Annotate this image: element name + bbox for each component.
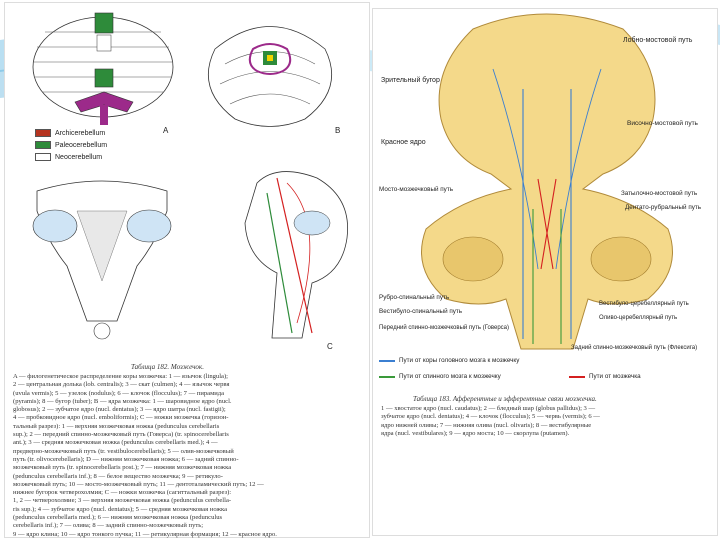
legend-paleocerebellum-label: Paleocerebellum (55, 142, 107, 149)
label-vestibulospinal: Вестибуло-спинальный путь (379, 309, 462, 315)
caption-line: предверно-мозжечковый путь (tr. vestibul… (13, 448, 359, 456)
panel-letter-a: A (163, 127, 168, 135)
legend-line-green (379, 376, 395, 378)
caption-line: 1 — хвостатое ядро (nucl. caudatus); 2 —… (381, 405, 709, 413)
legend-archicerebellum-label: Archicerebellum (55, 130, 105, 137)
label-rubrospinal: Рубро-спинальный путь (379, 295, 449, 301)
legend-cortex-label: Пути от коры головного мозга к мозжечку (399, 357, 519, 364)
label-ant-spinocerebellar: Передний спинно-мозжечковый путь (Говерс… (379, 325, 509, 331)
caption-line: мозжечковый путь; 10 — мосто-мозжечковый… (13, 481, 359, 489)
legend-neocerebellum: Neocerebellum (35, 153, 102, 161)
left-caption-title: Таблица 182. Мозжечок. (131, 363, 204, 371)
caption-line: (uvula vermis); 5 — узелок (nodulus); 6 … (13, 390, 359, 398)
brainstem-diagram-d-sagittal (217, 163, 357, 353)
legend-spinal-to-cerebellum: Пути от спинного мозга к мозжечку (379, 373, 501, 380)
neocerebellum-swatch (35, 153, 51, 161)
legend-paleocerebellum: Paleocerebellum (35, 141, 107, 149)
right-figure-page: Лобно-мостовой путь Зрительный бугор Вис… (372, 8, 718, 536)
caption-line: 9 — ядро клина; 10 — ядро тонкого пучка;… (13, 531, 359, 539)
cerebellum-diagram-b (195, 9, 345, 129)
legend-line-red (569, 376, 585, 378)
legend-line-blue (379, 360, 395, 362)
legend-archicerebellum: Archicerebellum (35, 129, 105, 137)
label-frontopontine: Лобно-мостовой путь (623, 37, 692, 44)
caption-line: 2 — центральная долька (lob. centralis);… (13, 381, 359, 389)
left-figure-page: A B Archicerebellum Paleocerebellum Neoc… (4, 2, 370, 538)
archicerebellum-swatch (35, 129, 51, 137)
right-caption: 1 — хвостатое ядро (nucl. caudatus); 2 —… (381, 405, 709, 438)
caption-line: cerebellaris inf.); 7 — олива; 8 — задни… (13, 522, 359, 530)
caption-line: 4 — пробковидное ядро (nucl. emboliformi… (13, 414, 359, 422)
label-pontocerebellar: Мосто-мозжечковый путь (379, 187, 453, 193)
cerebellum-diagram-a (15, 7, 190, 132)
caption-line: 1, 2 — четверохолмие; 3 — верхняя мозжеч… (13, 497, 359, 505)
label-post-spinocerebellar: Задний спинно-мозжечковый путь (Флексига… (571, 345, 697, 351)
caption-line: ris sup.); 4 — зубчатое ядро (nucl. dent… (13, 506, 359, 514)
caption-line: мозжечковый путь (tr. spinocerebellaris … (13, 464, 359, 472)
caption-line: A — филогенетическое распределение коры … (13, 373, 359, 381)
legend-spinal-label: Пути от спинного мозга к мозжечку (399, 373, 501, 380)
caption-line: ant.); 3 — средняя мозжечковая ножка (pe… (13, 439, 359, 447)
right-caption-title: Таблица 183. Афферентные и эфферентные с… (413, 395, 597, 403)
caption-line: путь (tr. olivocerebellaris); D — нижняя… (13, 456, 359, 464)
legend-from-cerebellum: Пути от мозжечка (569, 373, 641, 380)
caption-line: ядро нижней оливы; 7 — нижняя олива (nuc… (381, 422, 709, 430)
legend-efferent-label: Пути от мозжечка (589, 373, 641, 380)
label-dentorubral: Дентато-рубральный путь (625, 205, 701, 211)
caption-line: (pedunculus cerebellaris inf.); 8 — бело… (13, 473, 359, 481)
panel-letter-b: B (335, 127, 340, 135)
caption-line: (pyramis); 8 — бугор (tuber); B — ядра м… (13, 398, 359, 406)
label-occipitopontine: Затылочно-мостовой путь (621, 191, 697, 197)
caption-line: ядра (nucl. vestibulares); 9 — ядро мост… (381, 430, 709, 438)
caption-line: нижнее бугорок четверохолмия; C — ножки … (13, 489, 359, 497)
label-olivocerebellar: Оливо-церебеллярный путь (599, 315, 677, 321)
panel-letter-c: C (327, 343, 333, 351)
legend-cortex-to-cerebellum: Пути от коры головного мозга к мозжечку (379, 357, 519, 364)
left-caption: A — филогенетическое распределение коры … (13, 373, 359, 539)
caption-line: (pedunculus cerebellaris med.); 6 — нижн… (13, 514, 359, 522)
label-temporopontine: Височно-мостовой путь (627, 121, 698, 128)
label-vestibulocerebellar: Вестибуло-церебеллярный путь (599, 301, 689, 307)
label-optic-thalamus: Зрительный бугор (381, 77, 440, 84)
brainstem-diagram-c-horizontal (17, 171, 187, 351)
legend-neocerebellum-label: Neocerebellum (55, 154, 102, 161)
label-red-nucleus: Красное ядро (381, 139, 426, 146)
caption-line: globosus); 2 — зубчатое ядро (nucl. dent… (13, 406, 359, 414)
caption-line: зубчатое ядро (nucl. dentatus); 4 — клоч… (381, 413, 709, 421)
paleocerebellum-swatch (35, 141, 51, 149)
caption-line: тальный разрез): 1 — верхняя мозжечковая… (13, 423, 359, 431)
caption-line: sup.); 2 — передний спинно-мозжечковый п… (13, 431, 359, 439)
